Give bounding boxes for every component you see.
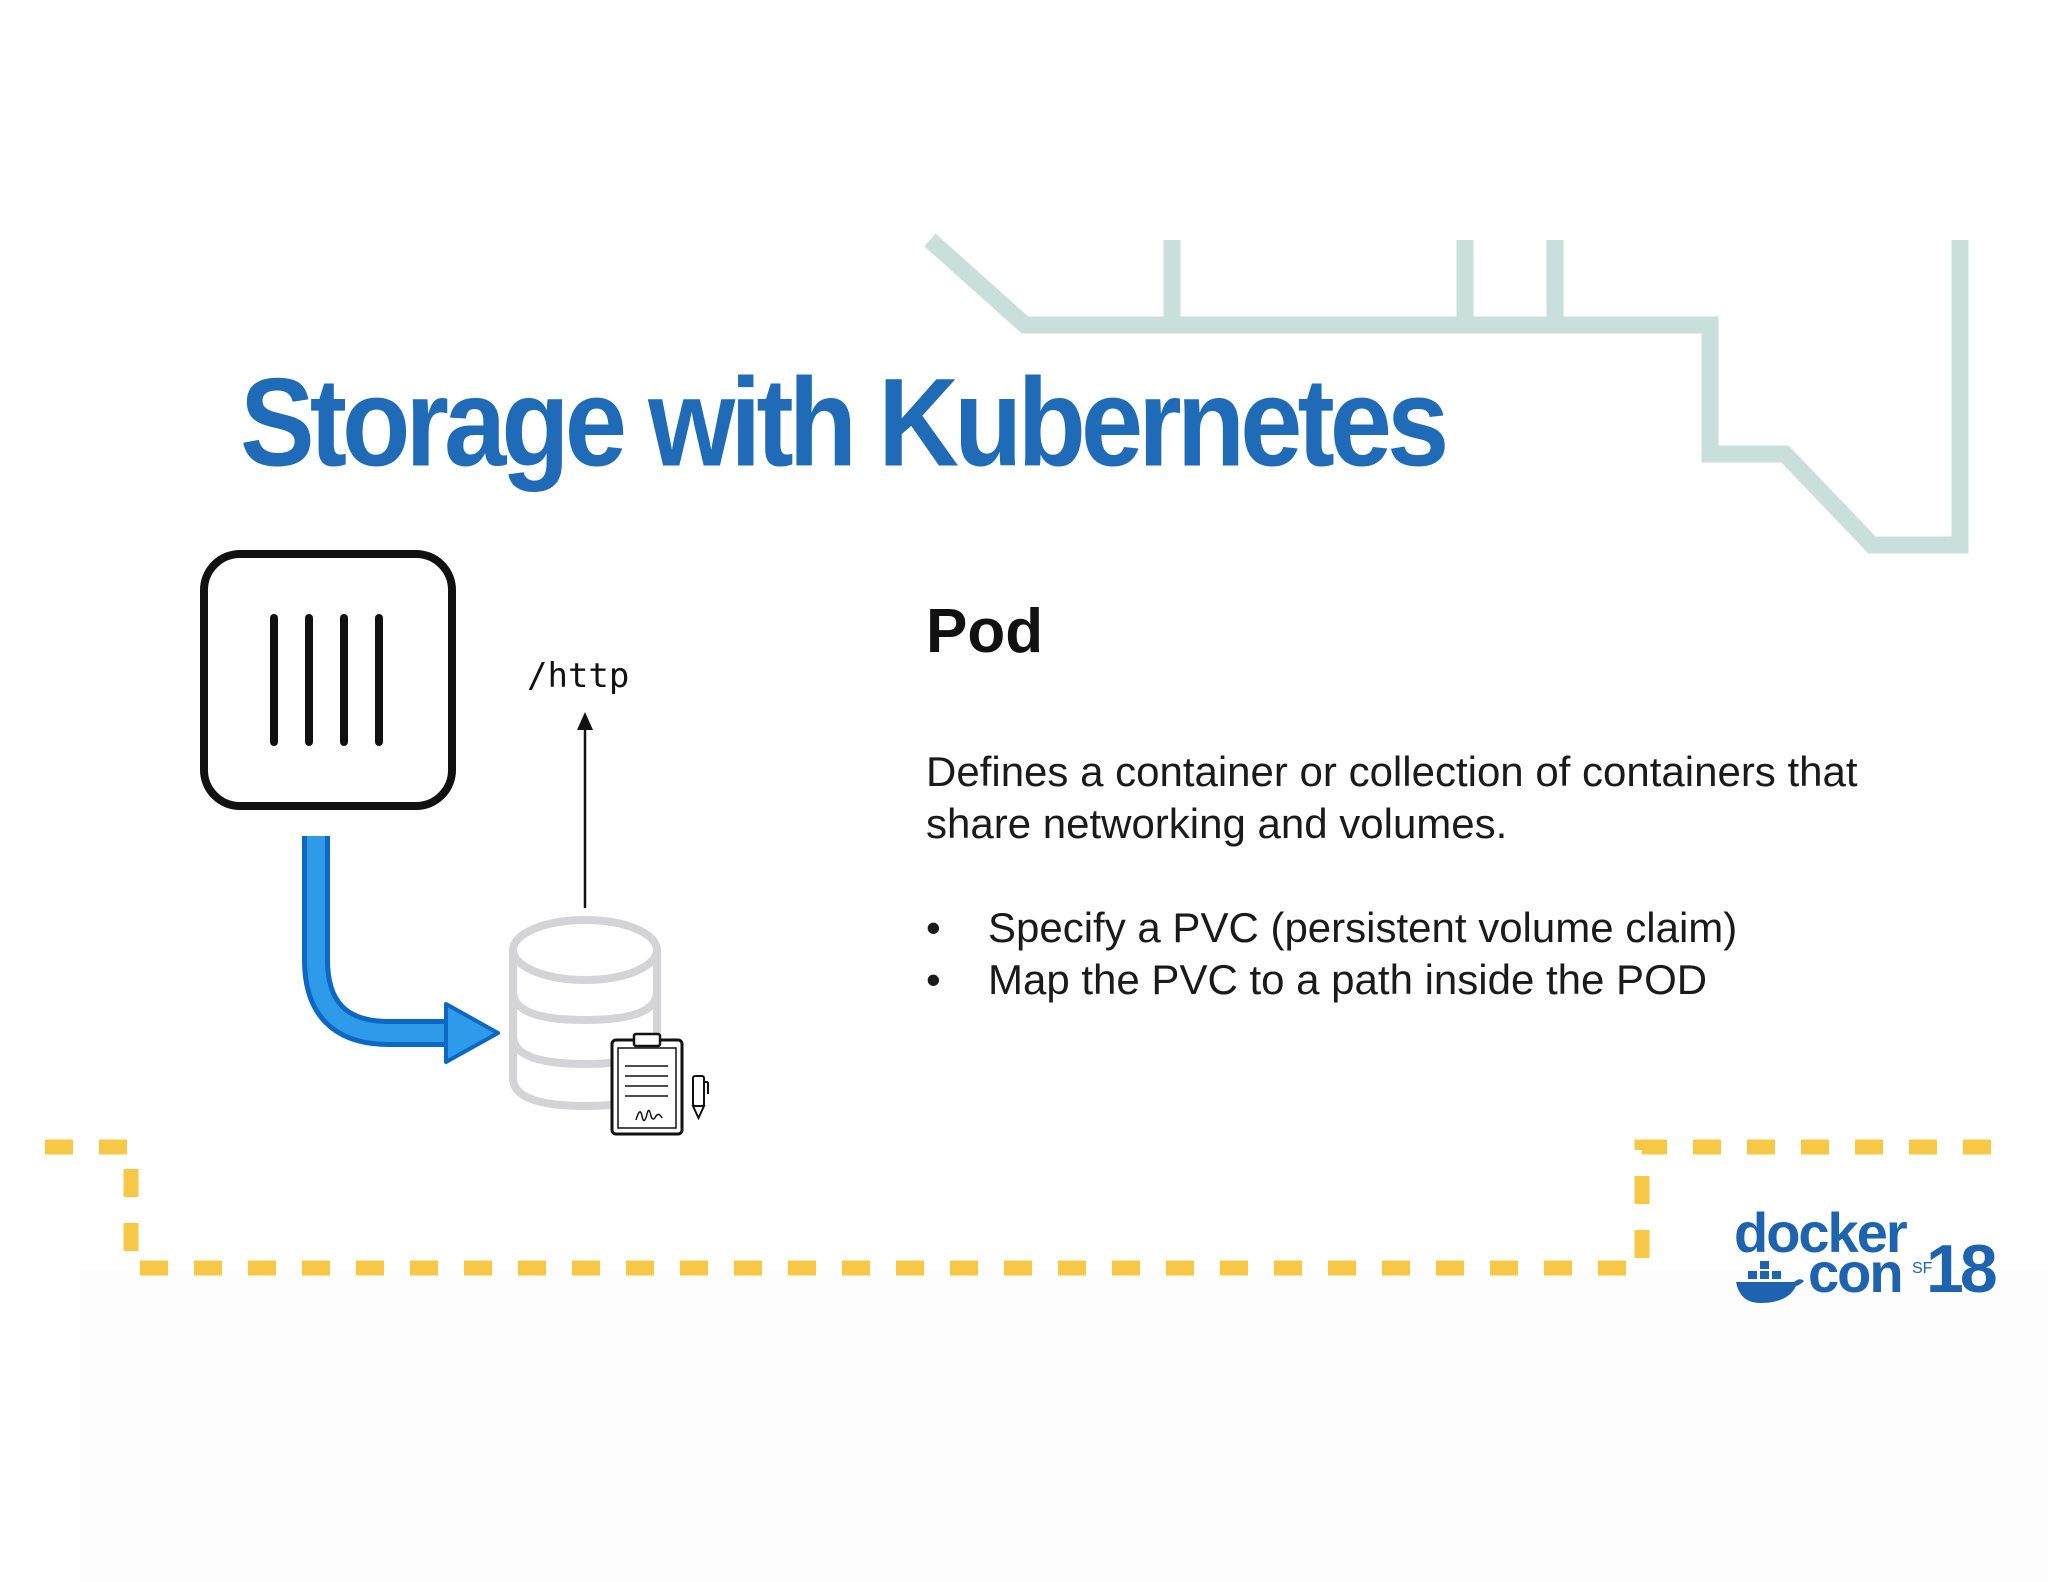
pen-icon xyxy=(691,1075,709,1121)
logo-word-con: con xyxy=(1808,1241,1904,1304)
clipboard-signature-icon xyxy=(610,1032,684,1136)
bullet-text: Specify a PVC (persistent volume claim) xyxy=(988,904,1738,951)
mount-arrow-icon xyxy=(302,836,500,1064)
bottom-track-decoration xyxy=(45,1139,2000,1276)
background-panel xyxy=(80,1270,2048,1582)
logo-word-docker: docker xyxy=(1734,1201,1908,1264)
logo-year: 18 xyxy=(1926,1231,1998,1307)
list-item: • Specify a PVC (persistent volume claim… xyxy=(926,902,1737,954)
list-item: • Map the PVC to a path inside the POD xyxy=(926,954,1737,1006)
bullet-marker: • xyxy=(926,956,941,1003)
dockercon-logo: docker con SF 18 xyxy=(1734,1201,1998,1305)
section-heading: Pod xyxy=(926,597,1044,666)
whale-icon xyxy=(1736,1261,1804,1303)
slide-title: Storage with Kubernetes xyxy=(240,352,1449,493)
bullet-text: Map the PVC to a path inside the POD xyxy=(988,956,1708,1003)
http-arrow-icon xyxy=(577,712,593,908)
top-track-decoration xyxy=(924,233,1969,554)
database-icon xyxy=(509,916,661,1111)
pod-container-icon xyxy=(200,550,456,810)
bullet-marker: • xyxy=(926,904,941,951)
description-text: Defines a container or collection of con… xyxy=(926,748,1858,847)
bullet-list: • Specify a PVC (persistent volume claim… xyxy=(926,902,1737,1006)
logo-location: SF xyxy=(1912,1260,1933,1277)
http-endpoint-label: /http xyxy=(527,656,630,696)
